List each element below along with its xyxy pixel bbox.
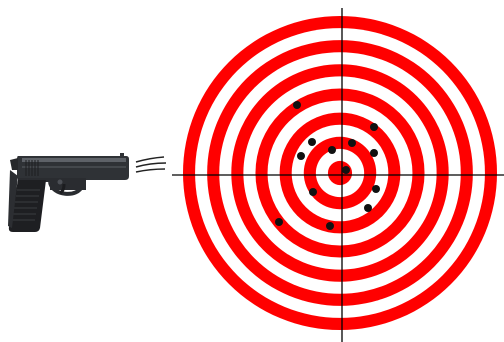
bullet-hole-icon: [293, 101, 301, 109]
bullet-hole-icon: [326, 222, 334, 230]
bullet-hole-icon: [328, 146, 336, 154]
bullet-hole-icon: [348, 139, 356, 147]
bullet-hole-icon: [297, 152, 305, 160]
bullet-hole-icon: [370, 123, 378, 131]
bullet-hole-icon: [370, 149, 378, 157]
bullet-hole-icon: [275, 218, 283, 226]
bullseye-target-icon: [183, 16, 497, 330]
bullet-hole-icon: [308, 138, 316, 146]
bullet-hole-icon: [372, 185, 380, 193]
bullet-hole-icon: [364, 204, 372, 212]
bullet-hole-icon: [342, 166, 350, 174]
bullet-hole-icon: [309, 188, 317, 196]
